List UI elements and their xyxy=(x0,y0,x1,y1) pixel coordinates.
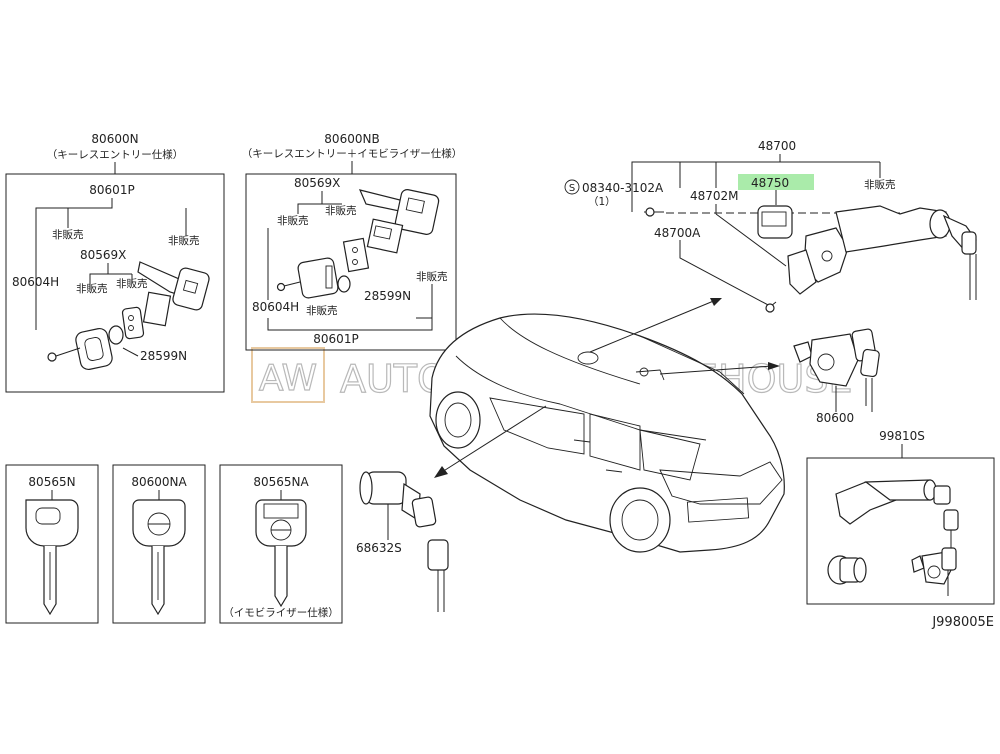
ignition-drawing xyxy=(757,205,977,313)
highlight-marker xyxy=(738,174,814,190)
key-fob-drawing xyxy=(47,261,210,371)
part-label-48702m[interactable]: 48702M xyxy=(690,189,739,203)
part-label-80569x[interactable]: 80569X xyxy=(294,176,340,190)
nfs-label: 非販売 xyxy=(76,282,108,295)
part-label-48750[interactable]: 48750 xyxy=(751,176,789,190)
part-label-48700[interactable]: 48700 xyxy=(758,139,796,153)
key-box-80565n: 80565N xyxy=(5,464,99,624)
set-frame xyxy=(245,173,457,351)
set-frame xyxy=(806,457,995,605)
part-label-80600na[interactable]: 80600NA xyxy=(131,475,187,489)
car-drawing xyxy=(429,313,785,553)
nfs-label: 非販売 xyxy=(864,178,896,191)
part-label-48700a[interactable]: 48700A xyxy=(654,226,701,240)
keyless-key-set-box: 80600N （キーレスエントリー仕様） 80601P 非販売 非販売 8060… xyxy=(5,132,225,393)
screw-symbol xyxy=(564,179,580,195)
part-label-80569x[interactable]: 80569X xyxy=(80,248,126,262)
nfs-label: 非販売 xyxy=(306,304,338,317)
part-label-80604h[interactable]: 80604H xyxy=(12,275,59,289)
set-part-number[interactable]: 80600NB xyxy=(324,132,379,146)
part-label-80601p[interactable]: 80601P xyxy=(313,332,358,346)
nfs-label: 非販売 xyxy=(416,270,448,283)
nfs-label: 非販売 xyxy=(116,277,148,290)
set-frame xyxy=(5,173,225,393)
diagram-code: J998005E xyxy=(931,615,994,630)
immobilizer-key-set-box: 80600NB （キーレスエントリー＋イモビライザー仕様） 80569X 非販売… xyxy=(242,132,463,351)
set-note: （キーレスエントリー仕様） xyxy=(47,148,184,161)
pointer-arrows xyxy=(434,298,780,478)
part-label-68632s[interactable]: 68632S xyxy=(356,541,402,555)
part-label-28599n[interactable]: 28599N xyxy=(140,349,187,363)
nfs-label: 非販売 xyxy=(325,204,357,217)
watermark-logo: AW xyxy=(259,358,317,399)
key-fob-drawing xyxy=(276,189,440,299)
part-label-80565na[interactable]: 80565NA xyxy=(253,475,309,489)
part-label-28599n[interactable]: 28599N xyxy=(364,289,411,303)
key-note: （イモビライザー仕様） xyxy=(223,606,339,619)
cylinder-set-box: 99810S xyxy=(806,429,995,605)
part-label-80565n[interactable]: 80565N xyxy=(28,475,75,489)
nfs-label: 非販売 xyxy=(277,214,309,227)
door-lock-group: 68632S xyxy=(356,471,449,612)
nfs-label: 非販売 xyxy=(52,228,84,241)
screw-drawing xyxy=(644,207,664,217)
key-box-80600na: 80600NA xyxy=(112,464,206,624)
trunk-lock-group: 80600 xyxy=(793,328,880,425)
part-label-08340[interactable]: 08340-3102A xyxy=(582,181,664,195)
part-label-99810s[interactable]: 99810S xyxy=(879,429,925,443)
part-label-80600[interactable]: 80600 xyxy=(816,411,854,425)
nfs-label: 非販売 xyxy=(168,234,200,247)
set-note: （キーレスエントリー＋イモビライザー仕様） xyxy=(242,147,463,160)
screw-quantity: （1） xyxy=(588,196,616,208)
ignition-switch-group: 48700 48750 非販売 S 08340-3102A （1） 48702M… xyxy=(564,139,977,313)
part-label-80601p[interactable]: 80601P xyxy=(89,183,134,197)
set-part-number[interactable]: 80600N xyxy=(91,132,138,146)
screw-symbol-letter: S xyxy=(569,183,575,194)
part-label-80604h[interactable]: 80604H xyxy=(252,300,299,314)
key-box-80565na: 80565NA （イモビライザー仕様） xyxy=(219,464,343,624)
cylinder-set-drawing xyxy=(827,479,959,596)
